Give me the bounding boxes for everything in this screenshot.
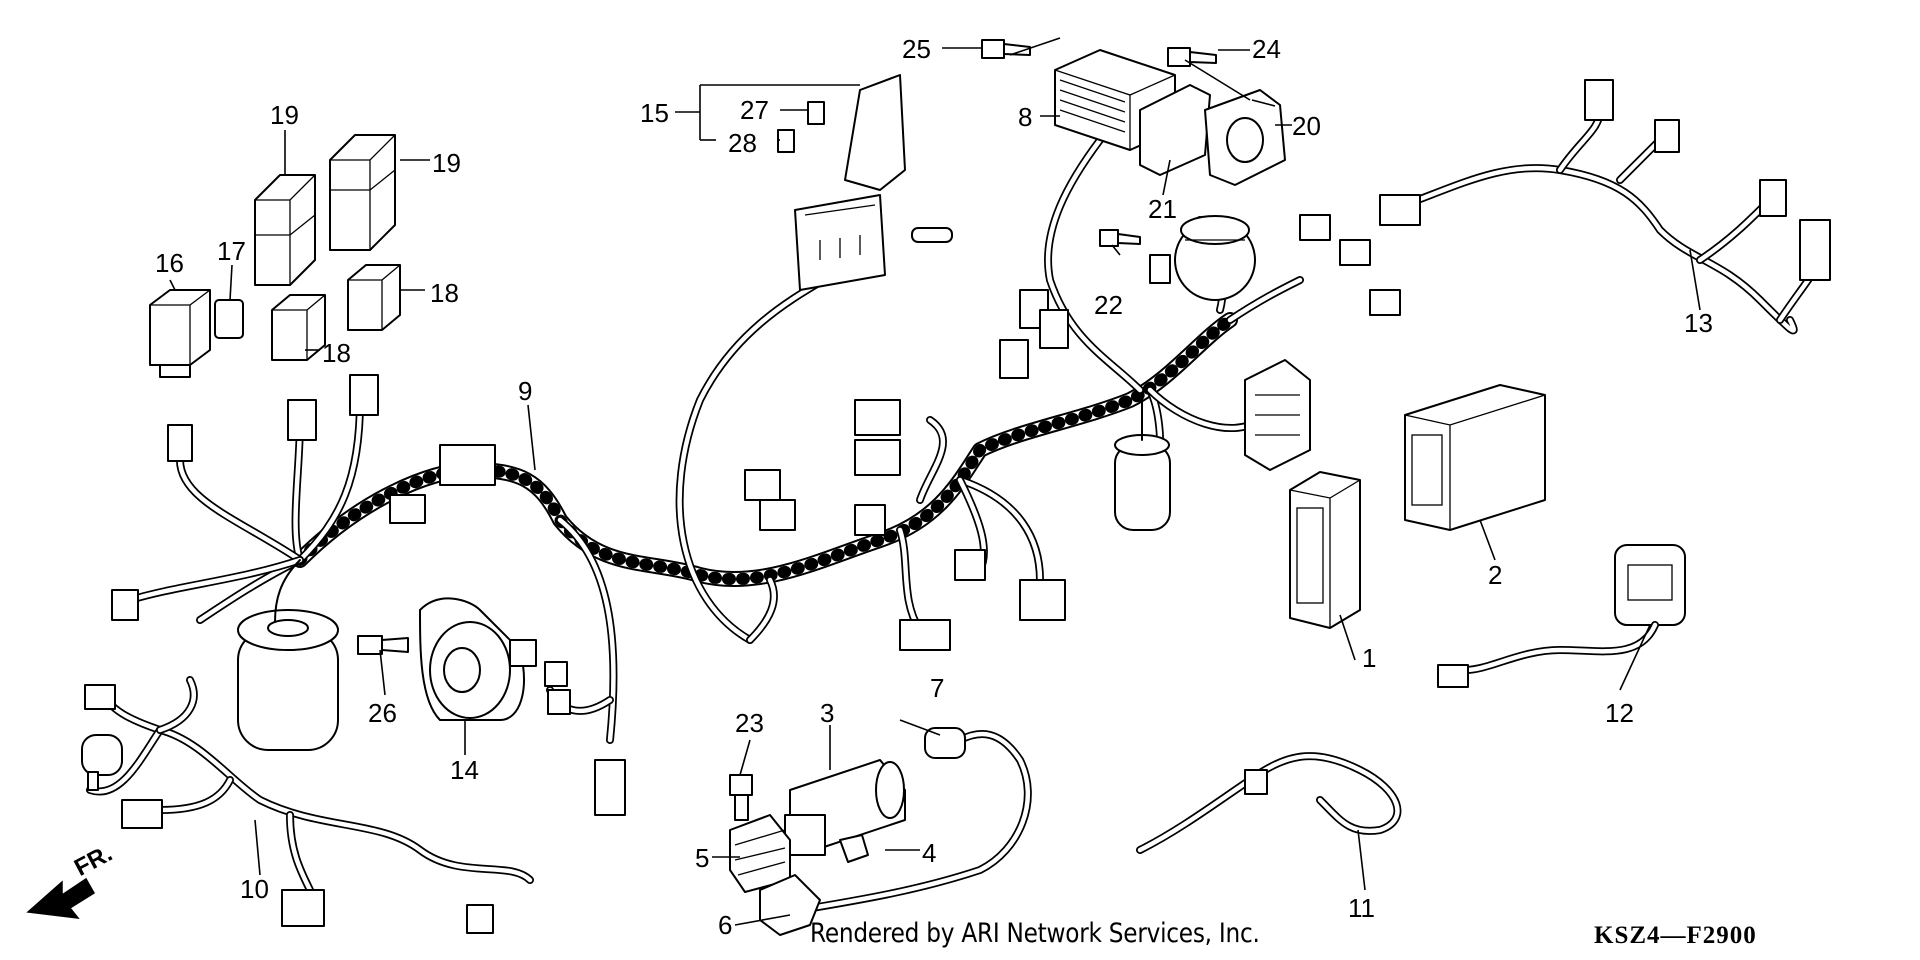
condenser-center xyxy=(1114,399,1171,531)
sensor-harness xyxy=(1437,544,1686,688)
relay-right xyxy=(347,264,401,331)
connector xyxy=(281,889,325,927)
ground-cable xyxy=(1136,752,1402,854)
callout-18a: 18 xyxy=(322,338,351,368)
connector xyxy=(1584,79,1614,121)
connector xyxy=(854,504,886,536)
connector xyxy=(759,499,796,531)
connector xyxy=(466,904,494,934)
connector xyxy=(287,399,317,441)
connector xyxy=(121,799,163,829)
callout-19b: 19 xyxy=(432,148,461,178)
connector xyxy=(1039,309,1069,349)
right-sub-harness xyxy=(1386,106,1824,335)
callout-28: 28 xyxy=(728,128,757,158)
callout-25: 25 xyxy=(902,34,931,64)
callout-6: 6 xyxy=(718,910,733,940)
connector xyxy=(544,661,568,687)
callout-8: 8 xyxy=(1018,102,1033,132)
callout-2: 2 xyxy=(1488,560,1503,590)
callout-17: 17 xyxy=(217,236,246,266)
horn xyxy=(419,597,537,721)
relay-left xyxy=(271,294,326,361)
connector xyxy=(594,759,626,816)
callout-16: 16 xyxy=(155,248,184,278)
callout-23: 23 xyxy=(735,708,764,738)
callout-12: 12 xyxy=(1605,698,1634,728)
callout-13: 13 xyxy=(1684,308,1713,338)
callout-4: 4 xyxy=(922,838,937,868)
connector xyxy=(854,439,901,476)
mini-fuse xyxy=(777,129,795,153)
clamp xyxy=(839,834,869,863)
connector xyxy=(1759,179,1787,217)
connector xyxy=(1379,194,1421,226)
connector xyxy=(1654,119,1680,153)
callout-10: 10 xyxy=(240,874,269,904)
condenser-left xyxy=(237,559,339,751)
callout-26: 26 xyxy=(368,698,397,728)
connector xyxy=(899,619,951,651)
callout-21: 21 xyxy=(1148,194,1177,224)
callout-11: 11 xyxy=(1348,893,1375,923)
bolt-left xyxy=(981,39,1031,59)
leader-lines xyxy=(169,37,1701,926)
regulator-bracket xyxy=(1204,89,1286,186)
connector xyxy=(167,424,193,462)
connector xyxy=(1149,254,1171,284)
bolt-pump xyxy=(729,774,753,821)
callout-5: 5 xyxy=(695,843,710,873)
callout-14: 14 xyxy=(450,755,479,785)
render-credit: Rendered by ARI Network Services, Inc. xyxy=(810,918,1260,949)
connector xyxy=(111,589,139,621)
relay-cover-left xyxy=(254,174,316,286)
fuel-pump xyxy=(784,759,906,856)
callout-27: 27 xyxy=(740,95,769,125)
connector xyxy=(1799,219,1831,281)
regulator-insulator xyxy=(1139,84,1211,176)
connector xyxy=(547,689,571,715)
connector xyxy=(439,444,496,486)
control-unit xyxy=(1404,384,1546,531)
connector xyxy=(1369,289,1401,316)
sub-harness-condenser xyxy=(81,734,123,791)
bolt-small xyxy=(1099,229,1141,247)
ignition-coil-unit xyxy=(1174,215,1256,301)
connector xyxy=(349,374,379,416)
multi-pin-connector xyxy=(1244,359,1311,471)
bolt-right xyxy=(1167,47,1217,67)
front-direction-arrow xyxy=(26,877,96,919)
diode-connector xyxy=(214,299,244,339)
callout-9: 9 xyxy=(518,376,533,406)
connector xyxy=(1299,214,1331,241)
connector xyxy=(389,494,426,524)
connector xyxy=(744,469,781,501)
callout-22: 22 xyxy=(1094,290,1123,320)
callout-20: 20 xyxy=(1292,111,1321,141)
diagram-code: KSZ4—F2900 xyxy=(1594,922,1757,949)
relay-cover-right xyxy=(329,134,396,251)
connector xyxy=(954,549,986,581)
connector xyxy=(999,339,1029,379)
connector xyxy=(84,684,116,710)
fuel-hose xyxy=(759,727,1032,936)
connector xyxy=(1339,239,1371,266)
callout-7: 7 xyxy=(930,673,945,703)
callout-24: 24 xyxy=(1252,34,1281,64)
main-fuse xyxy=(807,101,825,125)
callout-18b: 18 xyxy=(430,278,459,308)
connector xyxy=(1019,579,1066,621)
turn-signal-relay xyxy=(149,289,211,378)
callout-19a: 19 xyxy=(270,100,299,130)
bolt xyxy=(357,635,409,655)
fuse-box xyxy=(794,74,953,291)
connector xyxy=(854,399,901,436)
sub-wire-harness xyxy=(86,676,534,894)
fuse-holder-unit xyxy=(1289,471,1361,629)
callout-3: 3 xyxy=(820,698,835,728)
callout-1: 1 xyxy=(1362,643,1377,673)
callout-15: 15 xyxy=(640,98,669,128)
